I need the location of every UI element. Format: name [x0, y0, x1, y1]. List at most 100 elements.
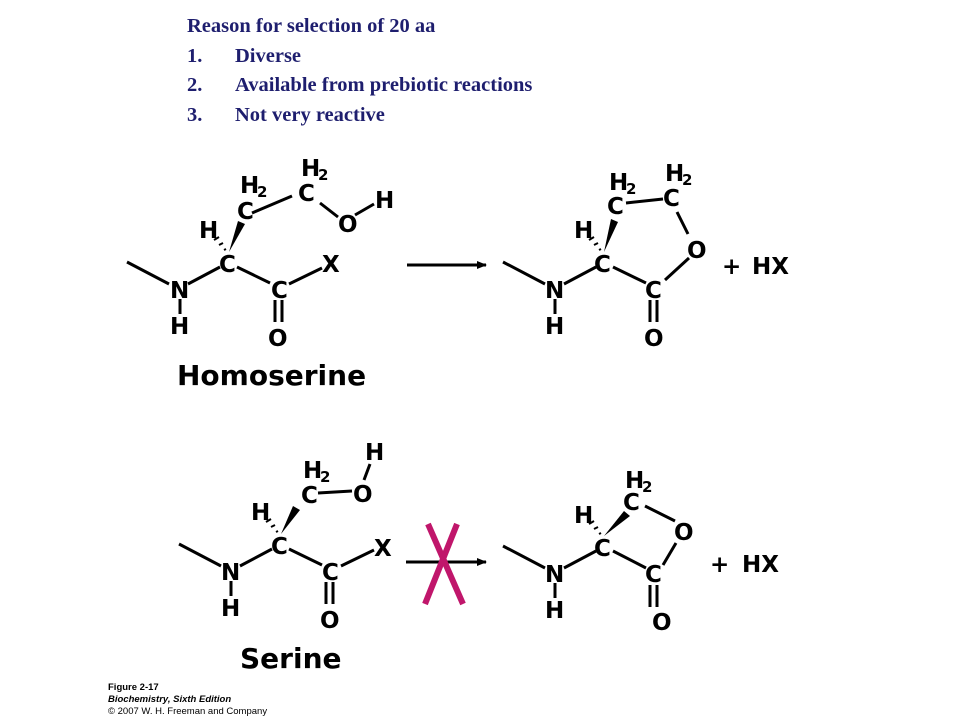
atom-label: O: [338, 212, 358, 238]
atom-subscript: 2: [318, 166, 328, 184]
wedge-bond: [281, 506, 300, 534]
reasons-title: Reason for selection of 20 aa: [187, 15, 436, 37]
bond: [239, 547, 273, 568]
bond: [661, 542, 678, 566]
atom-label: C: [645, 278, 662, 304]
wedge-bond: [604, 511, 630, 536]
reason-item: 1. Diverse: [187, 42, 532, 72]
hx-byproduct: HX: [742, 552, 779, 578]
atom-label: O: [268, 326, 288, 352]
serine-lactone-atoms: N H C H C O O C H 2: [545, 468, 694, 636]
bond: [612, 549, 647, 570]
bond: [502, 260, 546, 286]
atom-label: C: [322, 560, 339, 586]
atom-subscript: 2: [682, 171, 692, 189]
homoserine-lactone-structure: [502, 197, 691, 322]
wedge-bond: [229, 221, 245, 252]
reasons-list: 1. Diverse 2. Available from prebiotic rea…: [187, 42, 532, 131]
bond: [288, 266, 323, 286]
atom-label: H: [375, 188, 394, 214]
atom-subscript: 2: [320, 468, 330, 486]
atom-label: C: [645, 562, 662, 588]
atom-label: H: [303, 458, 322, 484]
bond: [563, 549, 597, 570]
atom-label: C: [271, 534, 288, 560]
atom-label: X: [374, 536, 392, 562]
reason-item: 2. Available from prebiotic reactions: [187, 71, 532, 101]
atom-subscript: 2: [642, 478, 652, 496]
reason-item: 3. Not very reactive: [187, 101, 532, 131]
bond: [340, 548, 375, 568]
bond: [502, 544, 546, 570]
atom-label: C: [219, 252, 236, 278]
homoserine-atoms: N H C H C O X C H 2 C H 2 O H: [170, 156, 394, 352]
atom-label: H: [574, 503, 593, 529]
reason-number: 2.: [187, 74, 203, 96]
atom-label: H: [545, 314, 564, 340]
reason-number: 1.: [187, 44, 203, 67]
atom-label: C: [623, 490, 640, 516]
hx-byproduct: HX: [752, 254, 789, 280]
atom-label: O: [353, 482, 373, 508]
bond: [663, 256, 691, 282]
hash-bond: [588, 236, 602, 251]
serine-structure: [178, 463, 375, 604]
atom-subscript: 2: [257, 183, 267, 201]
atom-label: H: [199, 218, 218, 244]
atom-label: N: [170, 278, 189, 304]
bond: [178, 542, 222, 568]
homoserine-lactone-atoms: N H C H C O O C H 2 C H 2: [545, 161, 707, 352]
serine-label: Serine: [240, 642, 342, 675]
atom-label: O: [674, 520, 694, 546]
bond: [251, 194, 293, 215]
homoserine-label: Homoserine: [177, 359, 366, 392]
reasons-block: Reason for selection of 20 aa 1. Diverse …: [187, 12, 532, 130]
plus-sign: +: [722, 254, 741, 280]
bond: [625, 197, 664, 205]
atom-label: H: [170, 314, 189, 340]
bond: [563, 265, 597, 286]
atom-label: C: [663, 186, 680, 212]
bond: [317, 489, 353, 495]
atom-label: O: [320, 608, 340, 634]
atom-label: C: [237, 199, 254, 225]
book-title: Biochemistry, Sixth Edition: [108, 694, 232, 705]
atom-label: H: [545, 598, 564, 624]
atom-label: N: [221, 560, 240, 586]
atom-label: N: [545, 278, 564, 304]
atom-label: N: [545, 562, 564, 588]
atom-label: H: [625, 468, 644, 494]
atom-label: C: [298, 181, 315, 207]
atom-label: H: [574, 218, 593, 244]
serine-atoms: N H C H C O X C H 2 O H: [221, 440, 392, 634]
bond: [319, 201, 339, 219]
blocked-reaction-cross: [422, 522, 466, 606]
reason-text: Available from prebiotic reactions: [235, 74, 533, 96]
bond: [236, 265, 271, 285]
reason-text: Not very reactive: [235, 103, 385, 126]
reason-number: 3.: [187, 103, 203, 126]
atom-label: H: [251, 500, 270, 526]
atom-label: O: [687, 238, 707, 264]
copyright: © 2007 W. H. Freeman and Company: [108, 706, 268, 717]
atom-label: H: [365, 440, 384, 466]
wedge-bond: [604, 219, 618, 252]
atom-label: C: [594, 252, 611, 278]
atom-label: C: [301, 483, 318, 509]
bond: [675, 211, 690, 235]
bond: [362, 463, 372, 481]
atom-label: C: [607, 194, 624, 220]
reason-text: Diverse: [235, 44, 302, 67]
hash-bond: [265, 518, 279, 533]
hash-bond: [588, 520, 602, 535]
bond: [126, 260, 170, 286]
serine-lactone-structure: [502, 504, 678, 607]
plus-sign: +: [710, 552, 729, 578]
bond: [612, 265, 647, 285]
atom-label: H: [240, 173, 259, 199]
figure-label: Figure 2-17: [108, 682, 159, 693]
bond: [644, 504, 676, 523]
atom-label: O: [652, 610, 672, 636]
hash-bond: [213, 236, 227, 251]
